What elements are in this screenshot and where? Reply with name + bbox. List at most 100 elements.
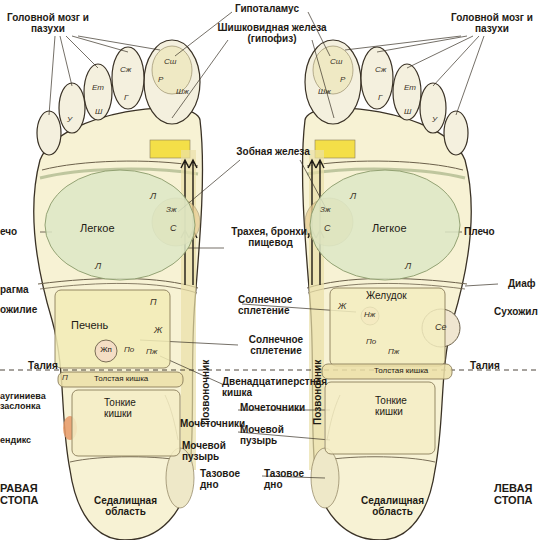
callout-label: Сухожил — [494, 306, 540, 317]
zone-letter: Сш — [164, 58, 184, 67]
zone-letter: По — [124, 346, 142, 355]
callout-label: Солнечное сплетение — [236, 334, 316, 356]
callout-label: рагма — [0, 284, 40, 295]
callout-label: Тазовое дно — [264, 468, 309, 490]
zone-letter: Р — [158, 76, 178, 85]
zone-label: Толстая кишка — [94, 375, 174, 383]
zone-letter: Г — [124, 94, 144, 103]
zone-letter: По — [366, 338, 384, 347]
callout-label: Мочеточники — [240, 402, 320, 413]
zone-letter: Сж — [120, 66, 140, 75]
zone-letter: Л — [405, 262, 419, 272]
leader-line — [49, 36, 160, 115]
stomach-zone: Желудок — [330, 288, 445, 366]
zone-label: Желудок — [366, 291, 426, 302]
zone-shape — [45, 170, 195, 280]
callout-label: ечо — [0, 226, 32, 237]
zone-letter: Л — [95, 262, 109, 272]
zone-letter: Пж — [388, 348, 406, 357]
leader-line — [188, 248, 318, 250]
zone-shape — [95, 340, 117, 362]
callout-label: Зобная железа — [234, 146, 312, 157]
zone-letter: Сж — [375, 66, 395, 75]
zone-label: Легкое — [372, 223, 432, 235]
callout-label: Седалищная область — [355, 495, 430, 517]
callout-label: Трахея, бронхи, пищевод — [213, 226, 328, 248]
zone-shape — [58, 372, 183, 387]
zone-letter: Л — [350, 192, 364, 202]
zone-letter: Шж — [318, 88, 338, 97]
zone-label: Печень — [71, 320, 126, 332]
zone-letter: Зж — [320, 206, 338, 215]
callout-label: РАВАЯ СТОПА — [0, 482, 52, 506]
zone-letter: Р — [340, 76, 360, 85]
leader-line — [172, 40, 334, 118]
callout-label: Солнечное сплетение — [238, 294, 338, 316]
zone-letter: Л — [150, 192, 164, 202]
zone-letter: У — [67, 116, 87, 125]
zone-label: Толстая кишка — [374, 367, 454, 375]
zone-letter: Пж — [146, 348, 164, 357]
zone-letter: С — [170, 224, 184, 234]
callout-label: Шишковидная железа (гипофиз) — [212, 22, 332, 44]
callout-label: ендикс — [0, 436, 45, 446]
leader-lines — [40, 12, 498, 478]
leader-line — [160, 356, 330, 478]
callout-label: Головной мозг и пазухи — [2, 12, 94, 34]
zone-label: Тонкие кишки — [375, 396, 435, 417]
callout-label: Головной мозг и пазухи — [446, 12, 538, 34]
vertical-label: Позвоночник — [312, 360, 323, 425]
zone-letter: С — [324, 224, 338, 234]
zone-shape — [55, 290, 170, 368]
callout-label: Гипоталамус — [212, 3, 322, 14]
callout-label: ожилие — [0, 304, 45, 315]
colon-band: Толстая кишка — [58, 372, 183, 387]
callout-label: Талия — [28, 360, 68, 371]
zone-letter: Нж — [364, 311, 382, 320]
zone-shape — [325, 382, 435, 454]
callout-label: Диаф — [508, 278, 540, 289]
callout-label: Мочевой пузырь — [182, 440, 232, 462]
callout-label: Мочевой пузырь — [240, 424, 295, 446]
callout-label: ЛЕВАЯ СТОПА — [494, 482, 540, 506]
callout-label: Плечо — [464, 226, 509, 237]
lung-zone: Легкое — [310, 170, 460, 280]
zone-label: Тонкие кишки — [104, 398, 164, 419]
waist-line — [0, 370, 540, 371]
right-foot — [34, 40, 203, 540]
zone-letter: П — [150, 298, 164, 308]
zone-letter: Шж — [176, 88, 196, 97]
leader-line — [345, 36, 484, 115]
zone-letter: Ет — [92, 84, 112, 93]
colon-band: Толстая кишка — [322, 364, 452, 379]
vertical-label: Позвоночник — [200, 360, 211, 425]
callout-label: Тазовое дно — [200, 468, 245, 490]
zone-shape — [72, 390, 180, 456]
zone-outline — [325, 382, 435, 454]
zone-letter: Зж — [166, 206, 184, 215]
intestine-zone: Тонкие кишки — [72, 390, 180, 456]
zone-letter: П — [62, 374, 76, 383]
zone-letter: У — [432, 116, 452, 125]
left-foot — [302, 40, 471, 540]
zone-letter: Се — [435, 323, 453, 333]
zone-letter: Г — [378, 94, 398, 103]
callout-label: аугиниева заслонка — [0, 392, 58, 412]
zone-letter: Ж — [338, 302, 352, 312]
zone-letter: Ш — [404, 108, 424, 117]
zone-label: Легкое — [80, 223, 140, 235]
callout-label: Талия — [470, 360, 510, 371]
zone-letter: Ет — [404, 84, 424, 93]
zone-label: Жп — [95, 346, 117, 354]
zone-shape — [330, 288, 445, 366]
leader-line — [178, 160, 328, 212]
zone-shape — [310, 170, 460, 280]
zone-letter: Ш — [95, 108, 115, 117]
organ-circle: Жп — [95, 340, 117, 362]
callout-label: Седалищная область — [88, 495, 163, 517]
zone-letter: Сш — [330, 58, 350, 67]
callout-label: Двенадцатиперстная кишка — [222, 376, 317, 398]
intestine-zone: Тонкие кишки — [325, 382, 435, 454]
